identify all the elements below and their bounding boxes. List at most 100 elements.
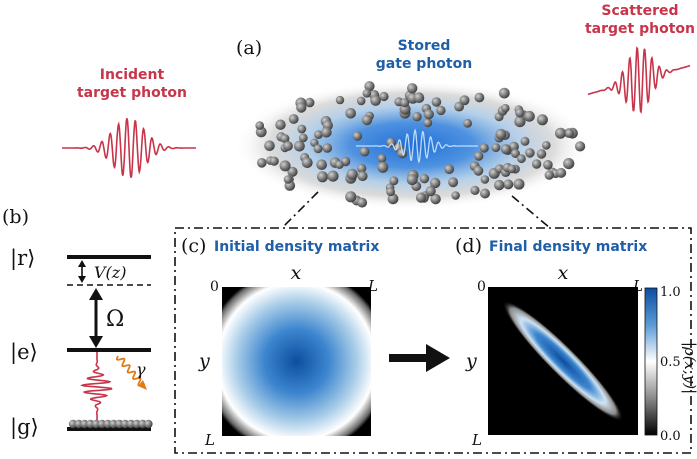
atom <box>430 177 441 189</box>
ground-atom <box>121 419 130 429</box>
atom <box>264 140 275 152</box>
atom <box>335 95 345 105</box>
atom <box>296 102 307 113</box>
atom <box>419 174 430 184</box>
atom <box>507 164 517 174</box>
atom <box>473 165 484 176</box>
atom <box>555 127 566 139</box>
ground-atom <box>138 419 147 429</box>
atom <box>575 141 586 152</box>
atom <box>269 156 279 166</box>
atom <box>463 118 472 128</box>
atom <box>359 146 370 157</box>
atom <box>377 154 387 163</box>
initial-x-label: x <box>291 262 302 284</box>
panel-label-b: (b) <box>2 206 29 228</box>
initial-L-top: L <box>367 277 378 295</box>
colorbar-tick-min: 0.0 <box>660 429 681 444</box>
atom <box>321 127 332 138</box>
colorbar <box>644 287 658 436</box>
atom <box>480 175 490 184</box>
incident-label-1: Incident <box>100 67 165 83</box>
atom <box>430 193 441 205</box>
atom <box>407 83 418 94</box>
initial-origin: 0 <box>210 279 219 295</box>
atom <box>361 114 373 126</box>
atom <box>352 131 363 141</box>
initial-y-label: y <box>198 350 210 372</box>
scattered-photon-wavepacket <box>587 46 691 114</box>
ground-atom <box>74 419 84 429</box>
final-title: Final density matrix <box>489 239 647 255</box>
ground-atom <box>115 419 124 429</box>
atom <box>346 168 358 180</box>
atom <box>301 157 313 169</box>
atom <box>543 160 553 170</box>
atom <box>454 101 464 112</box>
atom <box>412 112 422 122</box>
atom <box>327 170 339 182</box>
atom <box>357 171 368 182</box>
atom <box>501 104 510 113</box>
atom <box>513 178 525 190</box>
atom <box>425 186 436 197</box>
atom <box>544 170 554 180</box>
potential-label: V(z) <box>94 263 126 282</box>
final-L-top: L <box>632 277 643 295</box>
atom <box>400 98 410 108</box>
atom <box>280 134 290 144</box>
atom <box>283 175 293 184</box>
atom <box>474 151 484 161</box>
level-r-label: |r⟩ <box>10 246 35 271</box>
decay-photon-wave <box>115 355 146 387</box>
atom <box>356 96 366 106</box>
ground-atom <box>103 419 113 429</box>
atom <box>386 137 396 148</box>
atom <box>508 141 519 152</box>
atom <box>536 149 547 159</box>
atom <box>500 144 511 155</box>
atom <box>283 141 293 151</box>
atom <box>479 143 489 153</box>
atom <box>563 158 575 170</box>
incident-label-2: target photon <box>77 85 187 101</box>
atom <box>431 97 442 107</box>
panel-label-a: (a) <box>236 37 262 59</box>
ground-atom <box>86 419 95 429</box>
atom <box>451 191 460 200</box>
atom <box>491 143 501 153</box>
zoom-line-left <box>281 191 319 229</box>
stored-label-2: gate photon <box>376 56 472 72</box>
atom <box>314 130 323 140</box>
atom <box>510 149 520 158</box>
zoom-box <box>174 227 692 454</box>
final-L-left: L <box>471 431 482 449</box>
atom <box>498 87 510 99</box>
ground-atom <box>132 419 141 429</box>
atom <box>298 133 308 143</box>
incident-photon-wavepacket <box>62 118 196 178</box>
atom <box>357 163 367 173</box>
atom <box>364 81 375 92</box>
atom <box>357 197 368 208</box>
atom <box>517 154 526 164</box>
atom <box>345 108 357 119</box>
atom <box>288 114 299 124</box>
atom <box>470 185 480 195</box>
scattered-label-1: Scattered <box>601 3 678 19</box>
atom <box>287 166 298 177</box>
atom <box>257 158 267 168</box>
atom <box>313 144 323 154</box>
atom <box>480 188 490 199</box>
atom <box>304 97 315 108</box>
initial-density-matrix <box>222 287 371 436</box>
atom <box>297 124 307 134</box>
atom <box>444 164 455 175</box>
decay-arrow-head <box>138 380 147 390</box>
final-origin: 0 <box>477 279 486 295</box>
ground-atom <box>144 419 153 429</box>
panel-label-c: (c) <box>181 235 206 257</box>
zoom-line-right <box>511 195 551 229</box>
